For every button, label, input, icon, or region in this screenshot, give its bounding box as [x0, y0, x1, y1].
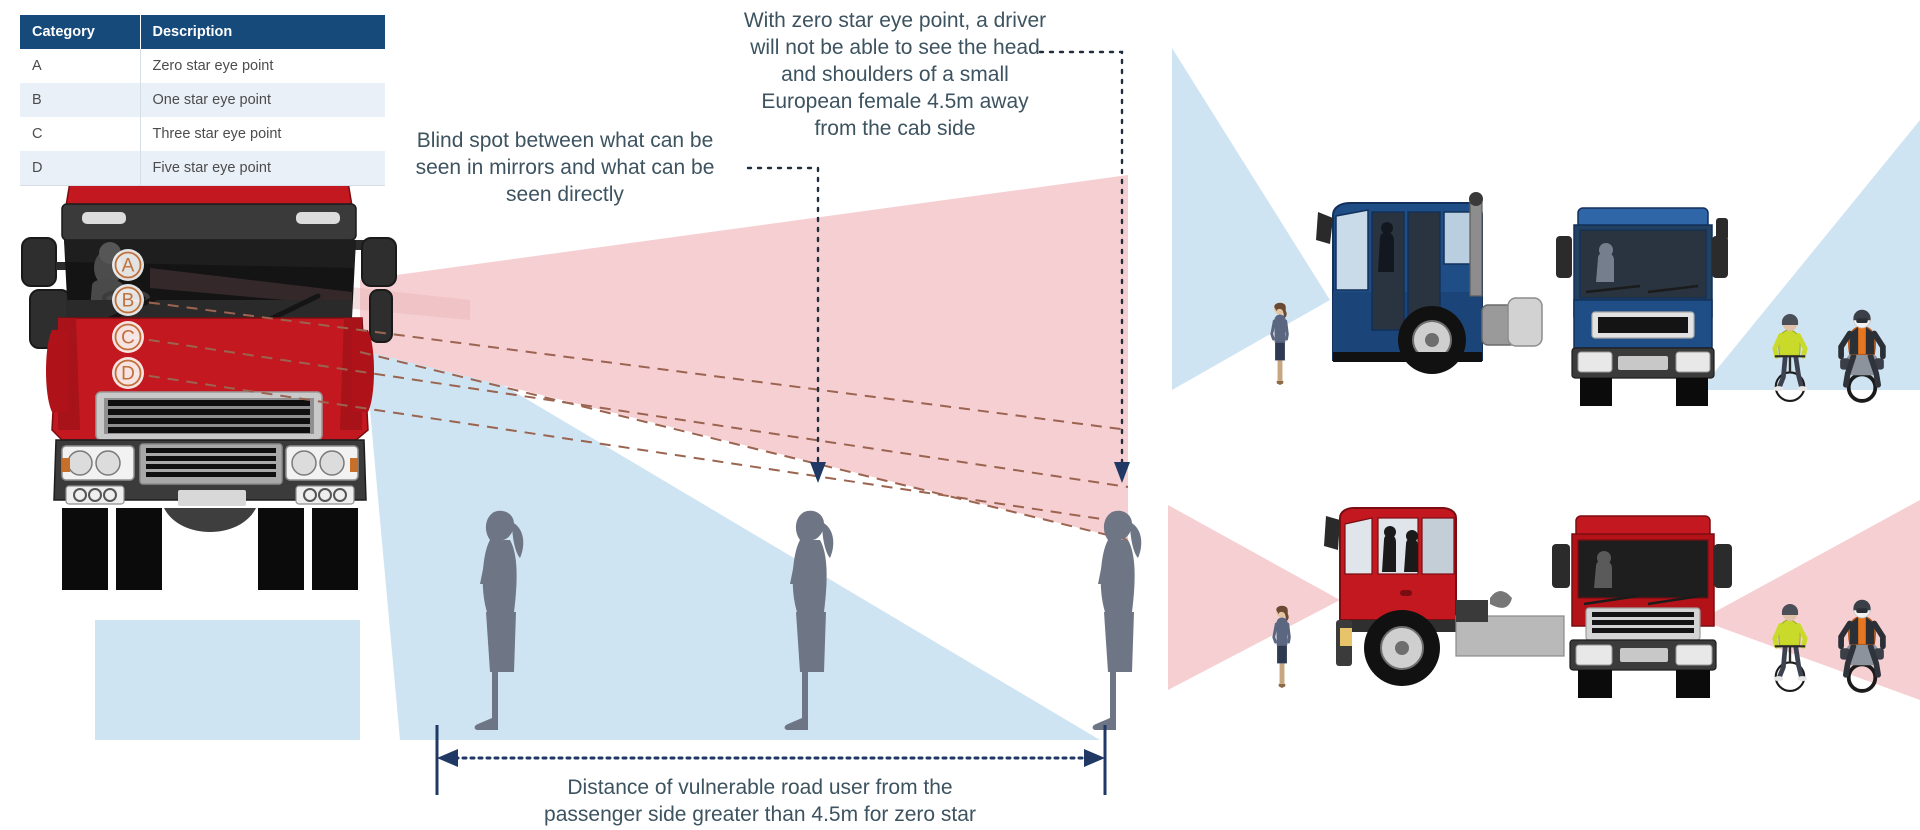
eye-point-marker-label: D: [121, 364, 135, 385]
cell-description: Five star eye point: [140, 151, 385, 186]
sight-line-b: [129, 299, 1129, 431]
eye-point-marker-label: C: [121, 328, 135, 349]
eye-point-marker-c: C: [112, 321, 144, 353]
eye-point-marker-d: D: [112, 357, 144, 389]
leader-line-zero-star: [1038, 50, 1130, 483]
blind-spot-zone-pink: [360, 175, 1128, 540]
annotation-distance-caption: Distance of vulnerable road user from th…: [544, 776, 976, 826]
table-row: A Zero star eye point: [20, 49, 385, 83]
cell-category: C: [20, 117, 141, 151]
main-truck-front-view: [21, 175, 397, 590]
table-header-row: Category Description: [20, 15, 385, 49]
sight-lines: [129, 299, 1129, 524]
panel-red-truck-front: [1552, 500, 1920, 700]
cell-description: One star eye point: [140, 83, 385, 117]
cell-category: D: [20, 151, 141, 186]
visible-zone-blue: [95, 300, 1100, 740]
cell-category: A: [20, 49, 141, 83]
eye-point-marker-label: A: [122, 256, 135, 277]
panel-blue-bus-side: [1172, 48, 1543, 390]
panel-blue-truck-front: [1556, 120, 1920, 406]
sight-line-c: [129, 336, 1129, 488]
cell-description: Zero star eye point: [152, 58, 274, 74]
column-header-description: Description: [140, 15, 385, 49]
eye-point-marker-label: B: [122, 291, 135, 312]
annotation-blind-spot: Blind spot between what can be seen in m…: [415, 129, 715, 206]
annotation-zero-star-eye-point: With zero star eye point, a driver will …: [743, 9, 1047, 140]
leader-line-blind-spot: [746, 166, 826, 483]
table-row: C Three star eye point: [20, 117, 385, 151]
eye-point-legend-table: Category Description A Zero star eye poin…: [20, 15, 385, 186]
eye-point-marker-a: A: [112, 249, 144, 281]
panel-red-truck-side: [1168, 505, 1565, 690]
sight-line-d: [129, 372, 1129, 524]
cell-description: Three star eye point: [152, 126, 282, 142]
dimension-line-4-5m: [435, 725, 1107, 795]
column-header-category: Category: [20, 15, 141, 49]
pedestrian-silhouette-group: [474, 510, 1142, 730]
cell-category: B: [20, 83, 141, 117]
eye-point-marker-b: B: [112, 284, 144, 316]
